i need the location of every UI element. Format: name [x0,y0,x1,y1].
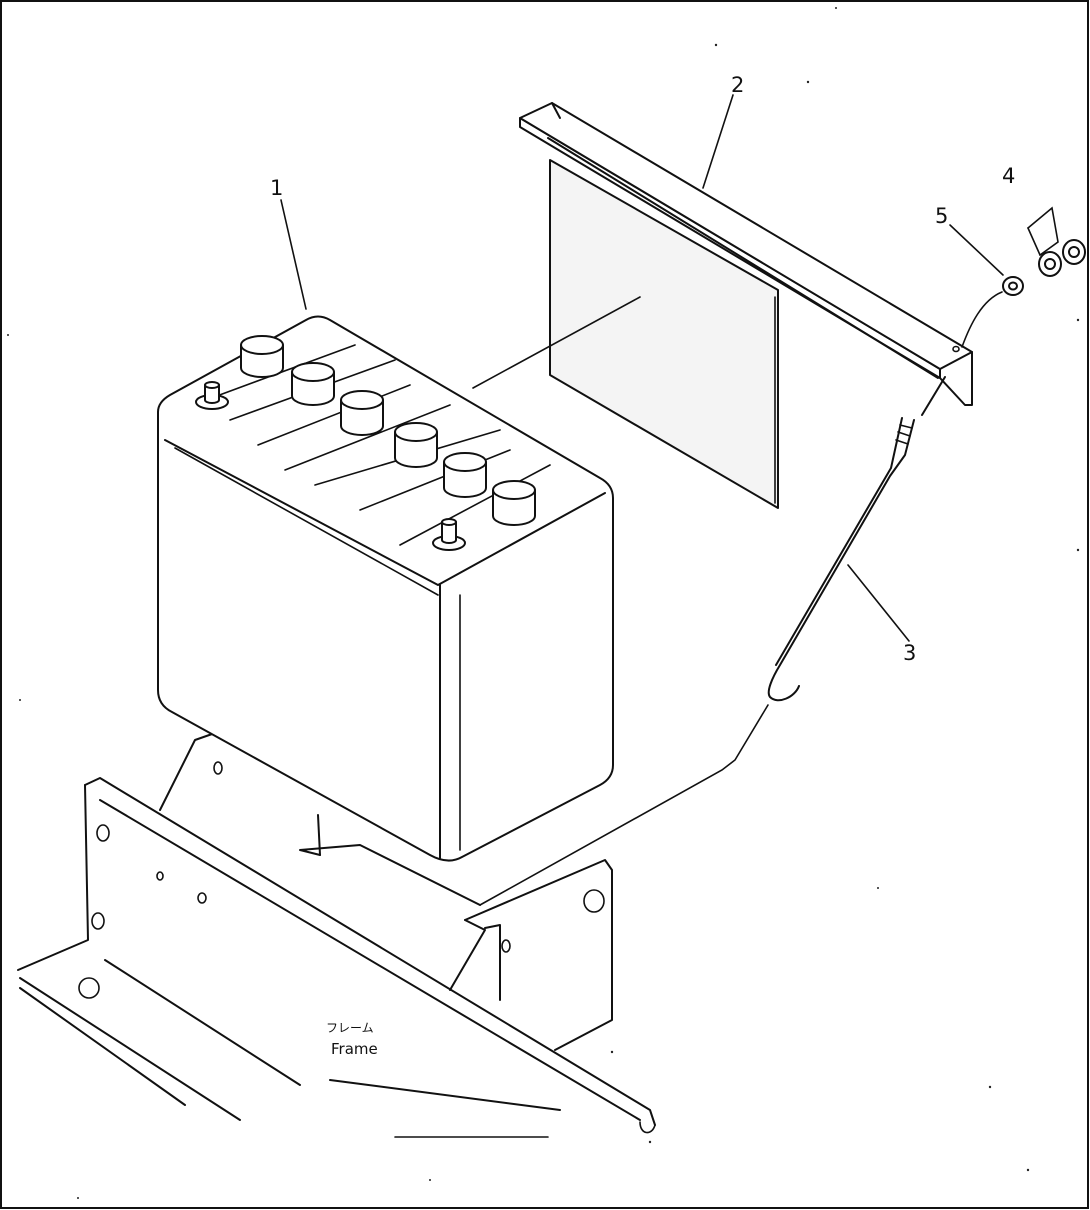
cell-cap [394,422,438,468]
frame-label-english: Frame [331,1040,378,1058]
terminal-post [432,518,466,551]
terminal-post [195,381,229,410]
hold-down-bracket [472,102,973,509]
callout-4: 4 [1002,164,1015,188]
cell-cap [492,480,536,526]
callout-5: 5 [935,204,948,228]
cell-cap [340,390,384,436]
callout-leaders [280,94,1059,642]
callout-2: 2 [731,73,744,97]
j-bolt [479,376,946,906]
callout-3: 3 [903,641,916,665]
cell-cap [291,362,335,406]
battery [157,315,614,862]
frame-label-japanese: フレーム [326,1021,374,1035]
callout-1: 1 [270,176,283,200]
frame-part [17,732,656,1138]
washer [961,276,1024,348]
nut-pair [1038,239,1086,277]
scan-speckles [7,7,1080,1199]
cell-cap [443,452,487,498]
cell-cap [240,335,284,378]
